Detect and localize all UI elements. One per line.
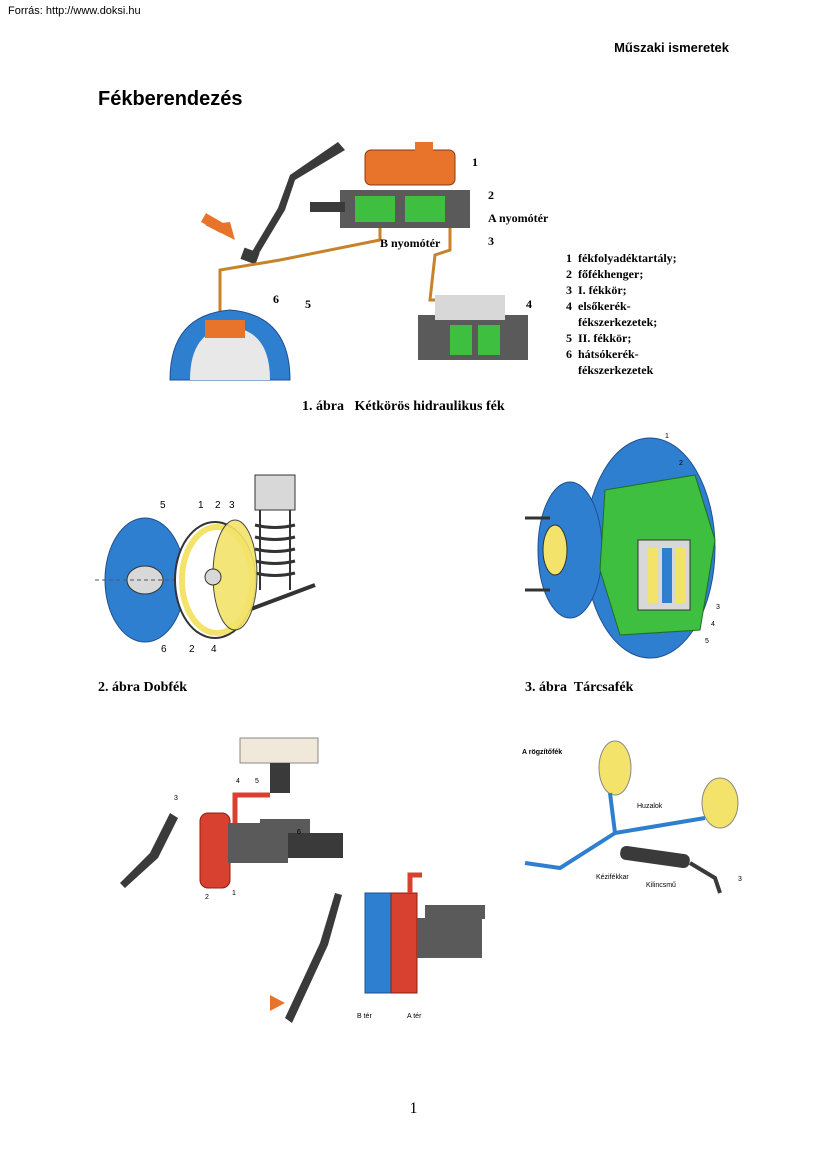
figure1-illustration (169, 142, 528, 381)
figure3-illustration (525, 437, 716, 659)
figure1-caption: 1. ábra Kétkörös hidraulikus fék (302, 399, 505, 414)
fig1-label-a-chamber: A nyomótér (488, 211, 549, 225)
fig2-label-6: 6 (161, 644, 167, 655)
legend-item: 5 II. fékkör; (566, 331, 632, 345)
page-number: 1 (409, 1100, 418, 1117)
figure3-caption: 3. ábra Tárcsafék (525, 680, 634, 695)
fig3-label-3: 3 (716, 604, 720, 611)
fig1-legend: 1 fékfolyadéktartály; 2 főfékhenger; 3 I… (566, 250, 677, 378)
header-title: Műszaki ismeretek (614, 40, 729, 55)
fig1-label-2: 2 (488, 188, 494, 202)
legend-item: 4 elsőkerék- (566, 299, 631, 313)
fig4-label-3: 3 (174, 795, 178, 802)
legend-item: 1 fékfolyadéktartály; (566, 251, 677, 265)
fig2-label-5: 5 (160, 500, 166, 511)
figure2-caption: 2. ábra Dobfék (98, 680, 188, 695)
fig5-label-3: 3 (738, 876, 742, 883)
fig5-title: A rögzítőfék (522, 749, 563, 756)
legend-item: fékszerkezetek; (566, 315, 658, 329)
legend-item: fékszerkezetek (566, 363, 654, 377)
legend-item: 2 főfékhenger; (566, 267, 644, 281)
fig4-label-4: 4 (236, 778, 240, 785)
source-line: Forrás: http://www.doksi.hu (8, 5, 141, 17)
fig4-label-1: 1 (232, 890, 236, 897)
fig2-label-4: 4 (211, 644, 217, 655)
fig5-label-cables: Huzalok (637, 803, 663, 810)
fig1-label-4: 4 (526, 297, 532, 311)
fig4-label-5: 5 (255, 778, 259, 785)
fig2-label-3: 3 (229, 500, 235, 511)
fig2-label-1: 1 (198, 500, 204, 511)
fig1-label-6: 6 (273, 292, 279, 306)
fig4-label-b-space: B tér (357, 1013, 372, 1020)
fig4-label-a-space: A tér (407, 1013, 422, 1020)
fig5-label-ratchet: Kilincsmű (646, 882, 676, 889)
figure2-illustration (95, 474, 316, 643)
fig3-label-1: 1 (665, 433, 669, 440)
fig3-label-2: 2 (679, 460, 683, 467)
fig2-label-2: 2 (215, 500, 221, 511)
fig5-label-lever: Kézifékkar (596, 874, 629, 881)
fig3-label-5: 5 (705, 638, 709, 645)
fig4-label-6: 6 (297, 829, 301, 836)
page-title: Fékberendezés (98, 88, 243, 110)
legend-item: 6 hátsókerék- (566, 347, 639, 361)
figure4-illustration (120, 737, 485, 1023)
fig1-label-5: 5 (305, 297, 311, 311)
fig1-label-b-chamber: B nyomótér (380, 236, 441, 250)
fig1-label-3: 3 (488, 234, 494, 248)
fig1-label-1: 1 (472, 155, 478, 169)
figure5-illustration (524, 740, 739, 894)
fig2-label-2b: 2 (189, 644, 195, 655)
legend-item: 3 I. fékkör; (566, 283, 627, 297)
fig4-label-2: 2 (205, 894, 209, 901)
fig3-label-4: 4 (711, 621, 715, 628)
